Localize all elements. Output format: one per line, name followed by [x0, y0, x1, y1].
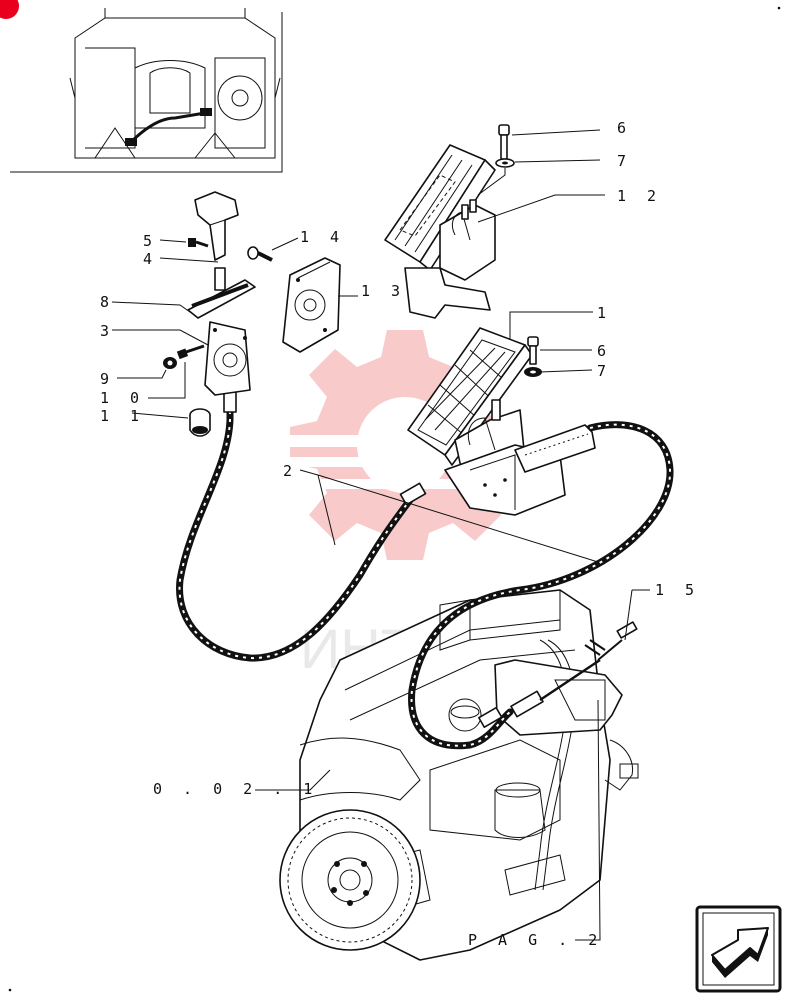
- callout-11: 1 1: [100, 407, 145, 425]
- bolt-lower: [524, 336, 542, 377]
- callout-10: 1 0: [100, 389, 145, 407]
- callout-1: 1: [597, 304, 612, 322]
- leader-lines: [111, 129, 650, 941]
- gasket-8: [187, 279, 256, 319]
- bolt-upper: [495, 124, 515, 168]
- hand-throttle-body: [204, 321, 251, 396]
- callout-2: 2: [283, 462, 298, 480]
- grommet-11: [189, 408, 211, 437]
- throttle-cable: [176, 391, 674, 750]
- callout-9: 9: [100, 370, 115, 388]
- callout-engine-ref: 0 . 0 2 . 1: [153, 780, 318, 798]
- red-corner-marker: [0, 0, 19, 19]
- callout-6-lower: 6: [597, 342, 612, 360]
- bolt-9-10: [163, 344, 205, 369]
- callout-4: 4: [143, 250, 158, 268]
- callout-page-ref: P A G . 2: [468, 931, 603, 949]
- callout-7-lower: 7: [597, 362, 612, 380]
- callout-14: 1 4: [300, 228, 345, 246]
- screw-14: [247, 246, 273, 262]
- callout-6: 6: [617, 119, 632, 137]
- callout-labels: 6 7 1 2 1 4 1 3 5 4 8 3 9 1 0 1 1 1 6 7 …: [100, 119, 700, 949]
- callout-12: 1 2: [617, 187, 662, 205]
- callout-7: 7: [617, 152, 632, 170]
- callout-5: 5: [143, 232, 158, 250]
- next-page-button[interactable]: [695, 905, 782, 993]
- foot-pedal-main: [407, 327, 596, 516]
- location-inset: [10, 8, 283, 173]
- hand-lever: [194, 191, 239, 291]
- callout-3: 3: [100, 322, 115, 340]
- cover-plate: [282, 257, 341, 353]
- next-page-arrow-icon: [711, 927, 769, 978]
- screw-5: [188, 238, 209, 248]
- callout-13: 1 3: [361, 282, 406, 300]
- foot-pedal-upper: [384, 144, 496, 319]
- callout-8: 8: [100, 293, 115, 311]
- callout-15: 1 5: [655, 581, 700, 599]
